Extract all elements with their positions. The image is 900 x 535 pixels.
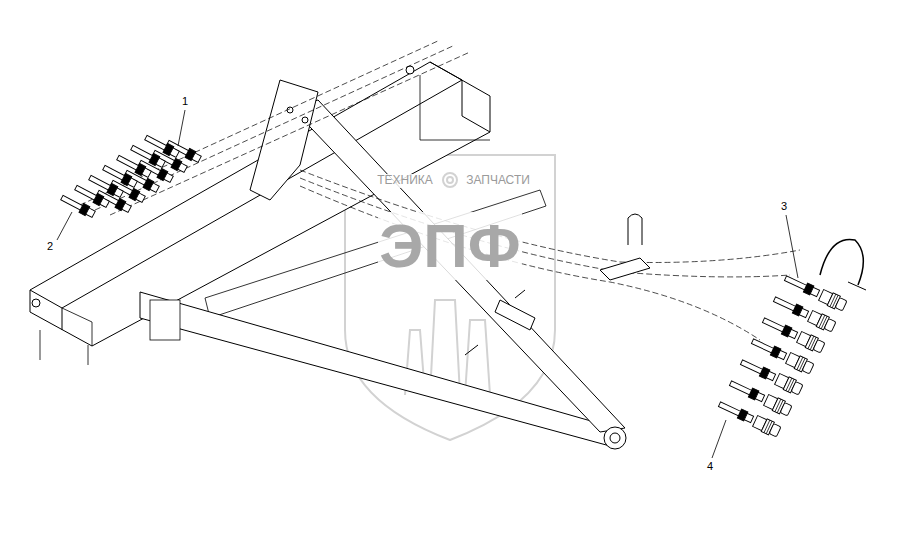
hose-bracket [600,214,866,290]
callout-number: 1 [181,95,189,107]
watermark-text: ТЕХНИКА [376,174,434,187]
drawbar-frame [140,80,626,449]
callout-number: 2 [46,240,54,252]
hose-fittings-right [717,274,847,439]
callout-number: 3 [780,200,788,212]
watermark-text: ЗАПЧАСТИ [465,174,531,187]
watermark-logo: ЭПФ [378,212,522,280]
hose-fittings-left [60,133,202,219]
callout-number: 4 [706,460,714,472]
leader-lines [57,110,798,458]
hydraulic-hoses [80,40,800,340]
